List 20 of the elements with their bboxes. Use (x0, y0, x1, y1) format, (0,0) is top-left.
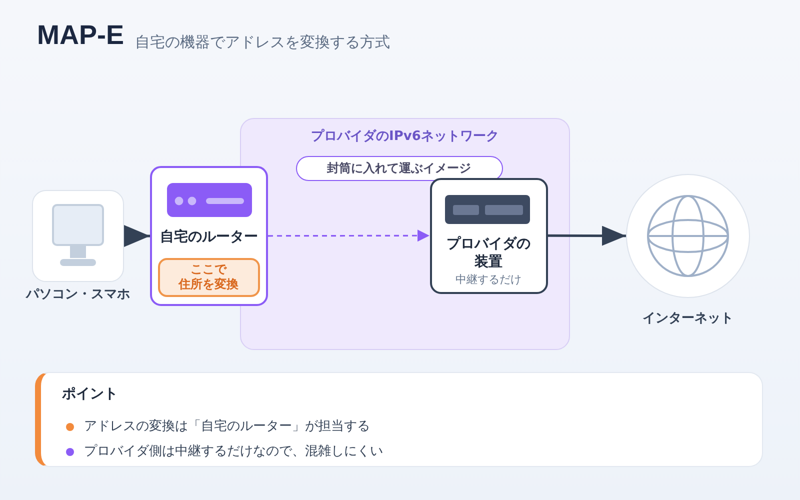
device-card (430, 178, 548, 294)
bullet-text: プロバイダ側は中継するだけなので、混雑しにくい (84, 443, 383, 461)
bullet-text: アドレスの変換は「自宅のルーター」が担当する (84, 418, 370, 436)
region-title: プロバイダのIPv6ネットワーク (310, 128, 500, 146)
title: MAP-E (37, 19, 124, 51)
arrow (124, 225, 150, 247)
note-box: ここで住所を変換 (158, 258, 260, 296)
caption-pill: 封筒に入れて運ぶイメージ (296, 156, 502, 180)
subtitle: 自宅の機器でアドレスを変換する方式 (135, 32, 390, 52)
node-label: パソコン・スマホ (26, 286, 130, 304)
node-label: プロバイダの装置 (446, 235, 532, 271)
router-card (150, 166, 268, 306)
arrow (268, 230, 430, 242)
arrow (548, 226, 626, 246)
node-label: 自宅のルーター (159, 228, 259, 246)
point-panel (35, 372, 763, 467)
node-note: 中継するだけ (456, 273, 522, 287)
network-region (240, 118, 570, 350)
node-label: インターネット (642, 310, 734, 328)
panel-heading: ポイント (62, 385, 118, 404)
